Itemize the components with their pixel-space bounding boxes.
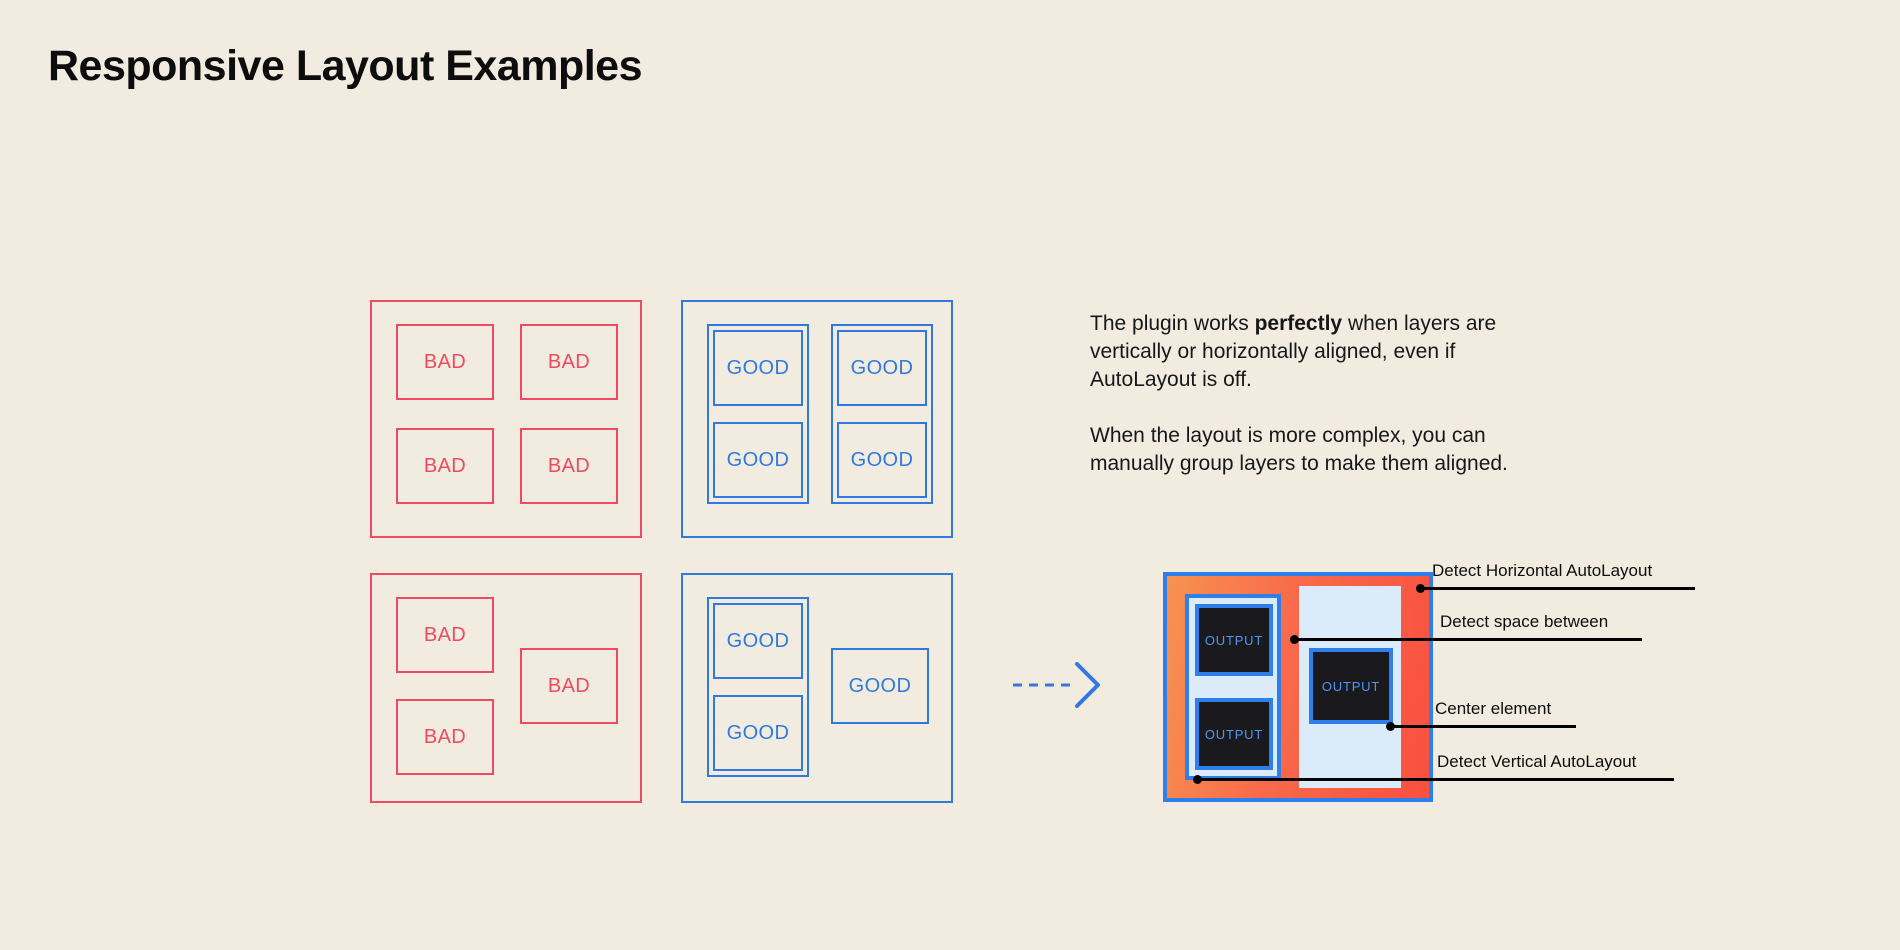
mockup-output-box: OUTPUT: [1195, 604, 1273, 676]
callout-dot: [1386, 722, 1395, 731]
example-panel-bad-grid: BAD BAD BAD BAD: [370, 300, 642, 538]
callout-label: Detect Vertical AutoLayout: [1437, 752, 1637, 771]
example-box-good: GOOD: [713, 422, 803, 498]
example-box-good: GOOD: [837, 330, 927, 406]
example-box-good: GOOD: [837, 422, 927, 498]
example-box-bad: BAD: [396, 597, 494, 673]
example-box-bad: BAD: [520, 648, 618, 724]
mockup-output-box: OUTPUT: [1195, 698, 1273, 770]
callout-label: Detect space between: [1440, 612, 1609, 631]
example-box-good: GOOD: [713, 330, 803, 406]
callout-label: Center element: [1435, 699, 1552, 718]
mockup-left-column: OUTPUT OUTPUT: [1185, 594, 1281, 780]
callout-line: [1390, 725, 1576, 728]
callout-dot: [1193, 775, 1202, 784]
description-text: The plugin works perfectly when layers a…: [1090, 310, 1560, 478]
callout-dot: [1290, 635, 1299, 644]
callout-line: [1420, 587, 1695, 590]
example-group-column: GOOD GOOD: [707, 324, 809, 504]
callout-line: [1197, 778, 1674, 781]
example-box-bad: BAD: [396, 428, 494, 504]
callout-dot: [1416, 584, 1425, 593]
example-group-column: GOOD GOOD: [707, 597, 809, 777]
example-box-good: GOOD: [713, 695, 803, 771]
example-box-good: GOOD: [713, 603, 803, 679]
example-panel-bad-complex: BAD BAD BAD: [370, 573, 642, 803]
example-box-bad: BAD: [396, 699, 494, 775]
example-box-good: GOOD: [831, 648, 929, 724]
dashed-arrow-right-icon: [1013, 662, 1100, 708]
result-mockup-frame: OUTPUT OUTPUT OUTPUT: [1163, 572, 1433, 802]
example-panel-good-complex: GOOD GOOD GOOD: [681, 573, 953, 803]
description-p1-before: The plugin works: [1090, 312, 1255, 335]
description-p1-emphasis: perfectly: [1254, 312, 1343, 335]
callout-label: Detect Horizontal AutoLayout: [1432, 561, 1653, 580]
mockup-right-column: OUTPUT: [1299, 586, 1401, 788]
example-panel-good-grid: GOOD GOOD GOOD GOOD: [681, 300, 953, 538]
description-paragraph-1: The plugin works perfectly when layers a…: [1090, 310, 1560, 394]
callout-line: [1294, 638, 1642, 641]
example-group-column: GOOD GOOD: [831, 324, 933, 504]
mockup-output-box: OUTPUT: [1309, 648, 1393, 724]
example-box-bad: BAD: [520, 324, 618, 400]
description-paragraph-2: When the layout is more complex, you can…: [1090, 423, 1508, 475]
example-box-bad: BAD: [396, 324, 494, 400]
page-title: Responsive Layout Examples: [48, 42, 643, 90]
example-box-bad: BAD: [520, 428, 618, 504]
description-p1-after: when layers are vertically or horizontal…: [1090, 312, 1497, 391]
